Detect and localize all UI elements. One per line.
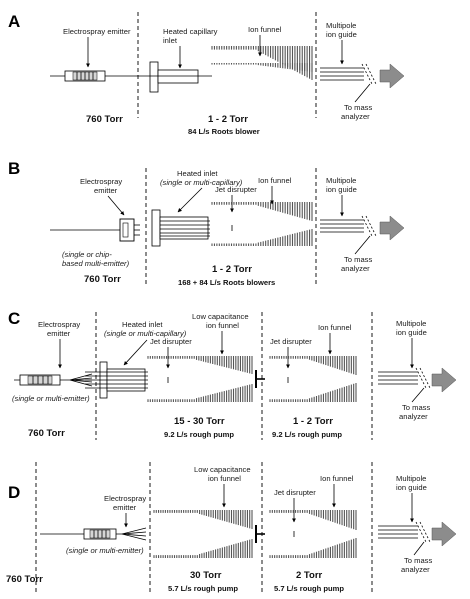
lowcap-label-2: ion funnel xyxy=(206,321,239,330)
analyzer-label-2: analyzer xyxy=(341,264,370,273)
multipole-ion-guide xyxy=(320,215,377,237)
panel-b: B Electrospray emitter (single or chip- … xyxy=(8,159,405,287)
emitter-label: Electrospray emitter xyxy=(63,27,131,36)
multi-capillary-inlet xyxy=(151,209,210,247)
guide-label-2: ion guide xyxy=(396,483,427,492)
lowcap-label-1: Low capacitance xyxy=(192,312,249,321)
chip-emitter xyxy=(50,218,140,242)
emitter-label-1: Electrospray xyxy=(104,494,146,503)
guide-label-1: Multipole xyxy=(396,319,426,328)
emitter-label-2: emitter xyxy=(94,186,118,195)
ion-funnel xyxy=(269,510,357,558)
panel-label: D xyxy=(8,483,20,502)
pressure-stage-1: 760 Torr xyxy=(86,114,123,125)
lowcap-label-2: ion funnel xyxy=(208,474,241,483)
pressure-stage-2: 1 - 2 Torr xyxy=(212,264,252,275)
jet-disrupter-label: Jet disrupter xyxy=(274,488,316,497)
panel-label: C xyxy=(8,309,20,328)
electrospray-emitter xyxy=(14,373,93,387)
pump-stage-2: 5.7 L/s rough pump xyxy=(168,584,238,593)
emitter-label-1: Electrospray xyxy=(80,177,122,186)
emitter-label-2: emitter xyxy=(113,503,137,512)
pressure-stage-1: 760 Torr xyxy=(84,274,121,285)
funnel-label: Ion funnel xyxy=(318,323,352,332)
electrospray-emitter xyxy=(40,527,147,541)
electrospray-emitter xyxy=(50,70,140,82)
pressure-stage-3: 2 Torr xyxy=(296,570,323,581)
guide-label-1: Multipole xyxy=(326,176,356,185)
guide-label-1: Multipole xyxy=(326,21,356,30)
multipole-ion-guide xyxy=(378,521,431,543)
guide-label-1: Multipole xyxy=(396,474,426,483)
inlet-note: (single or multi-capillary) xyxy=(160,178,243,187)
pump-stage-2: 84 L/s Roots blower xyxy=(188,127,260,136)
multipole-ion-guide xyxy=(320,63,377,85)
panel-label: A xyxy=(8,12,20,31)
inlet-label: Heated inlet xyxy=(177,169,218,178)
jet-disrupter-label: Jet disrupter xyxy=(270,337,312,346)
analyzer-label-2: analyzer xyxy=(399,412,428,421)
pressure-stage-3: 1 - 2 Torr xyxy=(293,416,333,427)
guide-label-2: ion guide xyxy=(326,185,357,194)
pressure-stage-2: 1 - 2 Torr xyxy=(208,114,248,125)
ion-flow-arrow xyxy=(379,63,405,89)
inlet-label-1: Heated capillary xyxy=(163,27,218,36)
ion-flow-arrow xyxy=(379,215,405,241)
funnel-label: Ion funnel xyxy=(258,176,292,185)
funnel-label: Ion funnel xyxy=(320,474,354,483)
funnel-label: Ion funnel xyxy=(248,25,282,34)
low-capacitance-ion-funnel xyxy=(147,356,253,402)
ion-flow-arrow xyxy=(431,521,457,547)
ion-funnel xyxy=(211,46,313,80)
emitter-note: (single or multi-emitter) xyxy=(66,546,144,555)
guide-label-2: ion guide xyxy=(326,30,357,39)
pressure-stage-1: 760 Torr xyxy=(6,574,43,585)
ion-funnel xyxy=(269,356,357,402)
analyzer-label-2: analyzer xyxy=(341,112,370,121)
panel-a: A Electrospray emitter Heated capillary … xyxy=(8,12,405,136)
inlet-label-2: inlet xyxy=(163,36,178,45)
emitter-note-1: (single or chip- xyxy=(62,250,112,259)
low-capacitance-ion-funnel xyxy=(153,510,253,558)
analyzer-label-1: To mass xyxy=(344,103,372,112)
ion-funnel xyxy=(211,202,313,246)
multipole-ion-guide xyxy=(378,367,431,389)
inlet-label: Heated inlet xyxy=(122,320,163,329)
multi-capillary-inlet xyxy=(85,361,148,399)
pump-stage-2: 9.2 L/s rough pump xyxy=(164,430,234,439)
panel-c: C Electrospray emitter (single or multi-… xyxy=(8,309,457,440)
panel-label: B xyxy=(8,159,20,178)
pump-stage-3: 9.2 L/s rough pump xyxy=(272,430,342,439)
guide-label-2: ion guide xyxy=(396,328,427,337)
jet-disrupter-label: Jet disrupter xyxy=(215,185,257,194)
analyzer-label-2: analyzer xyxy=(401,565,430,574)
panel-d: D Electrospray emitter (single or multi-… xyxy=(6,462,457,594)
pressure-stage-2: 30 Torr xyxy=(190,570,222,581)
emitter-note-2: based multi-emitter) xyxy=(62,259,130,268)
pressure-stage-2: 15 - 30 Torr xyxy=(174,416,225,427)
emitter-label-1: Electrospray xyxy=(38,320,80,329)
pressure-stage-1: 760 Torr xyxy=(28,428,65,439)
heated-capillary xyxy=(140,61,212,93)
analyzer-label-1: To mass xyxy=(402,403,430,412)
analyzer-label-1: To mass xyxy=(344,255,372,264)
jet-disrupter-label: Jet disrupter xyxy=(150,337,192,346)
lowcap-label-1: Low capacitance xyxy=(194,465,251,474)
emitter-label-2: emitter xyxy=(47,329,71,338)
ion-flow-arrow xyxy=(431,367,457,393)
analyzer-label-1: To mass xyxy=(404,556,432,565)
pump-stage-2: 168 + 84 L/s Roots blowers xyxy=(178,278,275,287)
inlet-note: (single or multi-capillary) xyxy=(104,329,187,338)
pump-stage-3: 5.7 L/s rough pump xyxy=(274,584,344,593)
emitter-note: (single or multi-emitter) xyxy=(12,394,90,403)
